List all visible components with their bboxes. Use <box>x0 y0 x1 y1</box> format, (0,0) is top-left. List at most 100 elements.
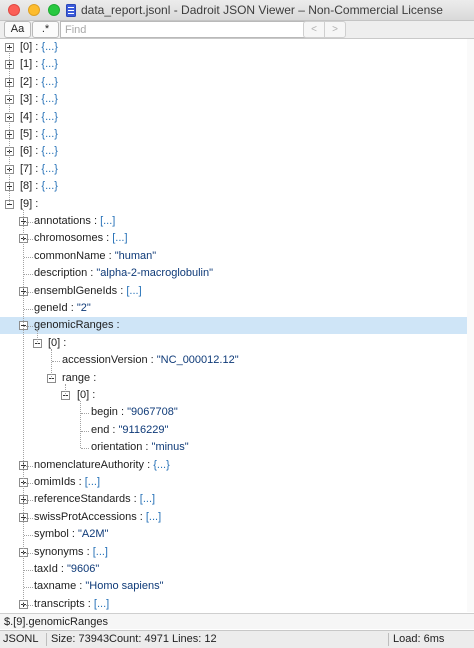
tree-row[interactable]: chromosomes : [...] <box>0 230 474 247</box>
collapsed-value[interactable]: [...] <box>145 511 162 523</box>
find-previous-button[interactable]: < <box>303 21 325 38</box>
tree-node[interactable]: synonyms : [...] <box>34 544 108 561</box>
maximize-window-button[interactable] <box>48 4 60 16</box>
collapsed-value[interactable]: [...] <box>92 546 108 558</box>
tree-row[interactable]: range : <box>0 370 474 387</box>
tree-node[interactable]: [4] : {...} <box>20 109 58 126</box>
tree-node[interactable]: [0] : <box>77 387 95 404</box>
tree-node[interactable]: genomicRanges : <box>34 317 120 334</box>
collapsed-value[interactable]: [...] <box>112 232 128 244</box>
tree-node[interactable]: description : "alpha-2-macroglobulin" <box>34 265 213 282</box>
tree-node[interactable]: accessionVersion : "NC_000012.12" <box>62 352 239 369</box>
tree-row[interactable]: description : "alpha-2-macroglobulin" <box>0 265 474 282</box>
tree-node[interactable]: [6] : {...} <box>20 143 58 160</box>
tree-row[interactable]: commonName : "human" <box>0 248 474 265</box>
tree-guide-line <box>24 326 33 327</box>
tree-row[interactable]: taxname : "Homo sapiens" <box>0 578 474 595</box>
tree-row[interactable]: [5] : {...} <box>0 126 474 143</box>
tree-row[interactable]: [7] : {...} <box>0 161 474 178</box>
tree-node[interactable]: [9] : <box>20 196 38 213</box>
close-window-button[interactable] <box>8 4 20 16</box>
collapsed-value[interactable]: {...} <box>41 93 58 105</box>
collapsed-value[interactable]: {...} <box>41 180 58 192</box>
tree-row[interactable]: begin : "9067708" <box>0 404 474 421</box>
collapsed-value[interactable]: [...] <box>93 598 110 610</box>
tree-row[interactable]: end : "9116229" <box>0 422 474 439</box>
tree-node[interactable]: begin : "9067708" <box>91 404 178 421</box>
tree-row[interactable]: [8] : {...} <box>0 178 474 195</box>
tree-row[interactable]: accessionVersion : "NC_000012.12" <box>0 352 474 369</box>
tree-row[interactable]: swissProtAccessions : [...] <box>0 509 474 526</box>
tree-row[interactable]: [2] : {...} <box>0 74 474 91</box>
tree-node[interactable]: swissProtAccessions : [...] <box>34 509 161 526</box>
json-tree-view[interactable]: [0] : {...}[1] : {...}[2] : {...}[3] : {… <box>0 39 474 612</box>
tree-node[interactable]: omimIds : [...] <box>34 474 100 491</box>
tree-row[interactable]: geneId : "2" <box>0 300 474 317</box>
collapsed-value[interactable]: [...] <box>139 493 156 505</box>
tree-node[interactable]: transcripts : [...] <box>34 596 109 612</box>
tree-node[interactable]: [1] : {...} <box>20 56 58 73</box>
match-case-button[interactable]: Aa <box>4 21 31 38</box>
tree-row[interactable]: transcripts : [...] <box>0 596 474 612</box>
tree-node[interactable]: end : "9116229" <box>91 422 168 439</box>
key-separator: : <box>32 198 39 210</box>
regex-toggle-button[interactable]: .* <box>32 21 59 38</box>
tree-row[interactable]: synonyms : [...] <box>0 544 474 561</box>
tree-node[interactable]: symbol : "A2M" <box>34 526 108 543</box>
collapsed-value[interactable]: {...} <box>41 58 58 70</box>
node-key: [7] <box>20 163 33 175</box>
tree-node[interactable]: [0] : {...} <box>20 39 58 56</box>
tree-row[interactable]: ensemblGeneIds : [...] <box>0 283 474 300</box>
tree-row[interactable]: [0] : {...} <box>0 39 474 56</box>
tree-node[interactable]: annotations : [...] <box>34 213 115 230</box>
collapsed-value[interactable]: {...} <box>41 111 58 123</box>
tree-node[interactable]: chromosomes : [...] <box>34 230 128 247</box>
tree-node[interactable]: [0] : <box>48 335 66 352</box>
tree-node[interactable]: [7] : {...} <box>20 161 58 178</box>
tree-node[interactable]: range : <box>62 370 96 387</box>
tree-node[interactable]: orientation : "minus" <box>91 439 189 456</box>
collapsed-value[interactable]: [...] <box>100 215 116 227</box>
find-next-button[interactable]: > <box>324 21 346 38</box>
tree-node[interactable]: [5] : {...} <box>20 126 58 143</box>
tree-node[interactable]: taxId : "9606" <box>34 561 99 578</box>
tree-row[interactable]: [0] : <box>0 387 474 404</box>
tree-node[interactable]: [8] : {...} <box>20 178 58 195</box>
tree-row[interactable]: orientation : "minus" <box>0 439 474 456</box>
string-value: "NC_000012.12" <box>156 354 239 366</box>
collapsed-value[interactable]: {...} <box>41 163 58 175</box>
string-value: "9606" <box>67 563 100 575</box>
tree-node[interactable]: referenceStandards : [...] <box>34 491 155 508</box>
tree-node[interactable]: taxname : "Homo sapiens" <box>34 578 164 595</box>
tree-row[interactable]: genomicRanges : <box>0 317 474 334</box>
tree-node[interactable]: ensemblGeneIds : [...] <box>34 283 142 300</box>
collapsed-value[interactable]: [...] <box>126 285 142 297</box>
collapsed-value[interactable]: [...] <box>84 476 101 488</box>
tree-node[interactable]: [2] : {...} <box>20 74 58 91</box>
tree-node[interactable]: [3] : {...} <box>20 91 58 108</box>
tree-row[interactable]: annotations : [...] <box>0 213 474 230</box>
tree-row[interactable]: [4] : {...} <box>0 109 474 126</box>
tree-node[interactable]: geneId : "2" <box>34 300 91 317</box>
collapsed-value[interactable]: {...} <box>41 76 58 88</box>
tree-row[interactable]: taxId : "9606" <box>0 561 474 578</box>
minimize-window-button[interactable] <box>28 4 40 16</box>
tree-row[interactable]: nomenclatureAuthority : {...} <box>0 457 474 474</box>
tree-row[interactable]: [9] : <box>0 196 474 213</box>
tree-node[interactable]: nomenclatureAuthority : {...} <box>34 457 170 474</box>
node-key: annotations <box>34 215 91 227</box>
collapsed-value[interactable]: {...} <box>41 128 58 140</box>
collapsed-value[interactable]: {...} <box>41 41 58 53</box>
tree-row[interactable]: [3] : {...} <box>0 91 474 108</box>
tree-row[interactable]: [6] : {...} <box>0 143 474 160</box>
collapsed-value[interactable]: {...} <box>41 145 58 157</box>
collapsed-value[interactable]: {...} <box>153 459 170 471</box>
tree-row[interactable]: [0] : <box>0 335 474 352</box>
tree-row[interactable]: referenceStandards : [...] <box>0 491 474 508</box>
tree-row[interactable]: symbol : "A2M" <box>0 526 474 543</box>
tree-node[interactable]: commonName : "human" <box>34 248 156 265</box>
tree-row[interactable]: omimIds : [...] <box>0 474 474 491</box>
search-input[interactable] <box>60 21 307 38</box>
tree-row[interactable]: [1] : {...} <box>0 56 474 73</box>
tree-scrollbar[interactable] <box>467 39 474 612</box>
